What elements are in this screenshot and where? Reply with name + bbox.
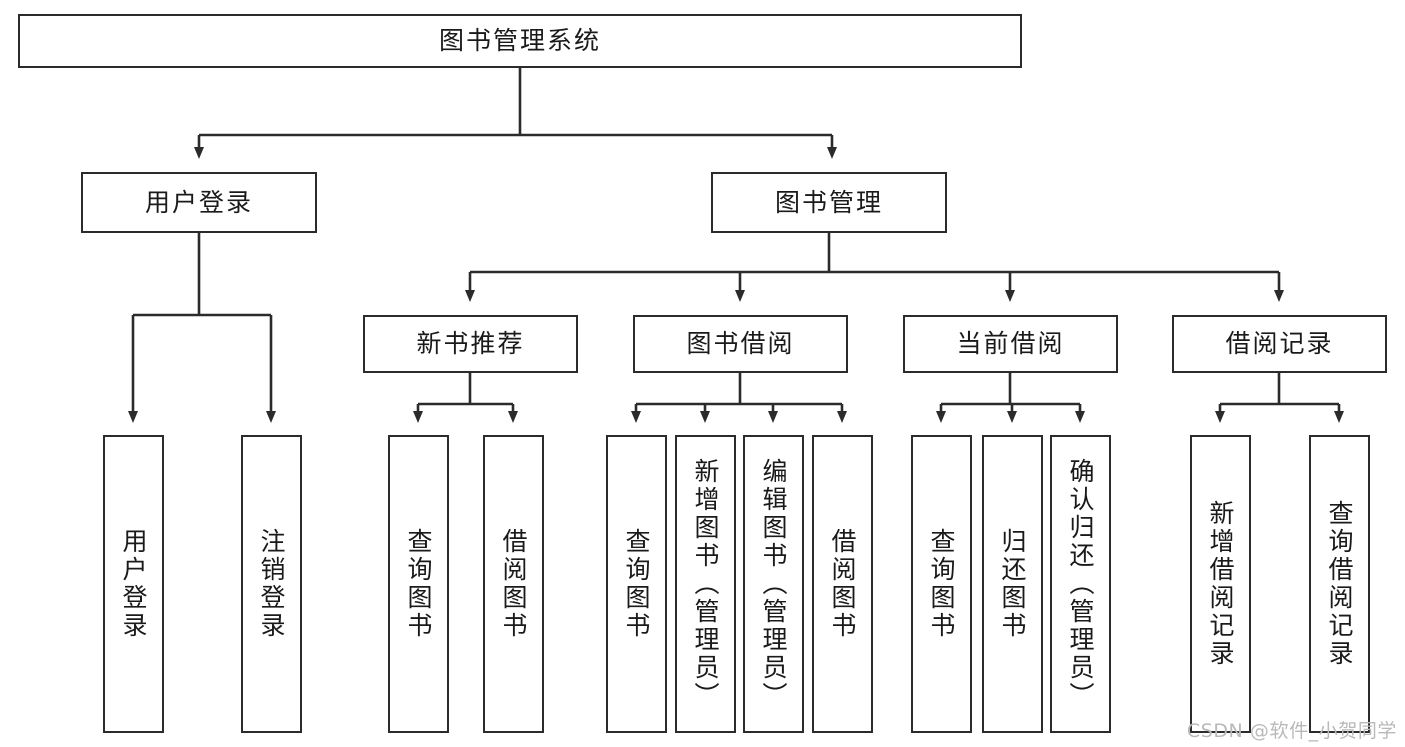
node-leaf-borrow-book-2-label: 借阅图书	[828, 528, 857, 640]
node-leaf-borrow-book-1-label: 借阅图书	[499, 528, 528, 640]
node-leaf-query-book-2-label: 查询图书	[622, 528, 651, 640]
node-leaf-logout[interactable]: 注销登录	[241, 435, 302, 733]
node-user-login[interactable]: 用户登录	[81, 172, 317, 233]
node-leaf-return-book-label: 归还图书	[998, 528, 1027, 640]
node-book-borrow-label: 图书借阅	[686, 329, 795, 359]
node-leaf-borrow-book-1[interactable]: 借阅图书	[483, 435, 544, 733]
node-leaf-return-book[interactable]: 归还图书	[982, 435, 1043, 733]
node-leaf-user-login-label: 用户登录	[119, 528, 148, 640]
node-leaf-query-book-1-label: 查询图书	[404, 528, 433, 640]
node-leaf-query-borrow-record[interactable]: 查询借阅记录	[1309, 435, 1370, 733]
node-new-book-recommend-label: 新书推荐	[416, 329, 525, 359]
node-borrow-record-label: 借阅记录	[1225, 329, 1334, 359]
node-leaf-add-borrow-record[interactable]: 新增借阅记录	[1190, 435, 1251, 733]
node-book-management-label: 图书管理	[774, 187, 883, 217]
node-borrow-record[interactable]: 借阅记录	[1172, 315, 1387, 373]
node-leaf-query-book-3[interactable]: 查询图书	[911, 435, 972, 733]
node-leaf-query-book-2[interactable]: 查询图书	[606, 435, 667, 733]
node-leaf-borrow-book-2[interactable]: 借阅图书	[812, 435, 873, 733]
csdn-watermark: CSDN @软件_小贺同学	[1186, 720, 1397, 742]
node-current-borrow-label: 当前借阅	[956, 329, 1065, 359]
node-current-borrow[interactable]: 当前借阅	[903, 315, 1118, 373]
node-new-book-recommend[interactable]: 新书推荐	[363, 315, 578, 373]
node-leaf-query-book-1[interactable]: 查询图书	[388, 435, 449, 733]
node-leaf-confirm-return-label: 确认归还（管理员）	[1066, 458, 1095, 710]
node-leaf-user-login[interactable]: 用户登录	[103, 435, 164, 733]
node-book-management[interactable]: 图书管理	[711, 172, 947, 233]
node-leaf-add-borrow-record-label: 新增借阅记录	[1206, 500, 1235, 668]
node-root-label: 图书管理系统	[438, 26, 601, 56]
node-leaf-query-book-3-label: 查询图书	[927, 528, 956, 640]
node-leaf-edit-book[interactable]: 编辑图书（管理员）	[743, 435, 804, 733]
node-leaf-query-borrow-record-label: 查询借阅记录	[1325, 500, 1354, 668]
node-leaf-logout-label: 注销登录	[257, 528, 286, 640]
node-leaf-edit-book-label: 编辑图书（管理员）	[759, 458, 788, 710]
node-leaf-add-book-label: 新增图书（管理员）	[691, 458, 720, 710]
node-leaf-confirm-return[interactable]: 确认归还（管理员）	[1050, 435, 1111, 733]
node-book-borrow[interactable]: 图书借阅	[633, 315, 848, 373]
node-root[interactable]: 图书管理系统	[18, 14, 1022, 68]
node-leaf-add-book[interactable]: 新增图书（管理员）	[675, 435, 736, 733]
node-user-login-label: 用户登录	[144, 187, 253, 217]
